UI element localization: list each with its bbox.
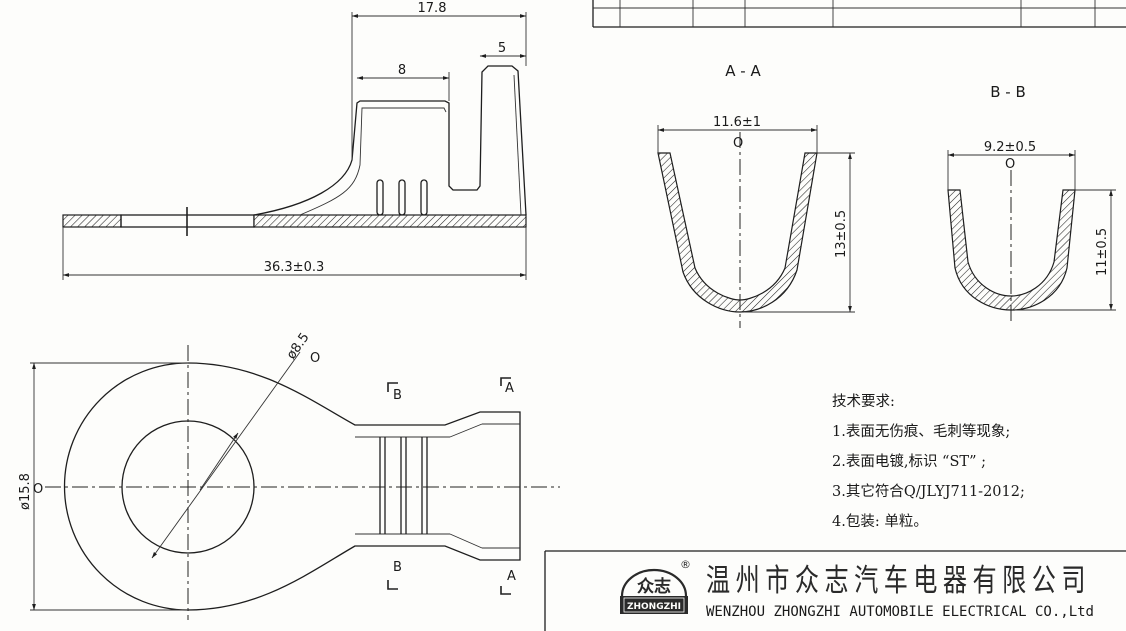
cut-label-a-top: A <box>505 381 514 396</box>
section-bb <box>947 150 1116 324</box>
circle-mark-aa: O <box>733 136 743 151</box>
company-logo <box>620 568 688 614</box>
requirement-item-4: 4.包装: 单粒。 <box>832 513 928 530</box>
section-aa-title: A - A <box>725 62 761 80</box>
dim-aa-width: 11.6±1 <box>713 115 761 130</box>
dim-bb-height: 11±0.5 <box>1095 228 1110 276</box>
technical-requirements: 技术要求: 1.表面无伤痕、毛刺等现象; 2.表面电镀,标识 “ST” ; 3.… <box>832 393 1025 530</box>
section-aa <box>657 125 855 328</box>
company-name-cn: 温州市众志汽车电器有限公司 <box>706 563 1091 599</box>
dim-aa-height: 13±0.5 <box>834 210 849 258</box>
registered-mark: ® <box>680 558 691 571</box>
requirement-item-1: 1.表面无伤痕、毛刺等现象; <box>832 422 1010 440</box>
logo-text: 众志 <box>637 576 671 597</box>
dim-36-3: 36.3±0.3 <box>264 260 325 275</box>
title-block <box>544 550 1126 631</box>
plan-view <box>30 345 560 620</box>
dim-hole-diameter: ø8.5 <box>284 330 313 362</box>
logo-sub: ZHONGZHI <box>627 602 681 612</box>
company-name-en: WENZHOU ZHONGZHI AUTOMOBILE ELECTRICAL C… <box>706 604 1094 620</box>
requirement-item-3: 3.其它符合Q/JLYJ711-2012; <box>832 482 1025 500</box>
requirement-item-2: 2.表面电镀,标识 “ST” ; <box>832 453 986 470</box>
side-view <box>62 12 527 280</box>
circle-mark-hole: O <box>310 351 320 366</box>
dim-8: 8 <box>398 63 406 78</box>
dim-bb-width: 9.2±0.5 <box>984 140 1036 155</box>
circle-mark-ring: O <box>33 482 43 497</box>
dim-ring-diameter: ø15.8 <box>18 473 33 510</box>
dim-5: 5 <box>498 41 506 56</box>
cut-label-a-bottom: A <box>507 569 516 584</box>
section-bb-title: B - B <box>990 83 1026 101</box>
cut-label-b-top: B <box>393 388 402 403</box>
dim-17-8: 17.8 <box>418 1 447 16</box>
requirements-heading: 技术要求: <box>832 393 895 410</box>
circle-mark-bb: O <box>1005 157 1015 172</box>
title-table-remnant <box>592 0 1126 28</box>
cut-label-b-bottom: B <box>393 560 402 575</box>
